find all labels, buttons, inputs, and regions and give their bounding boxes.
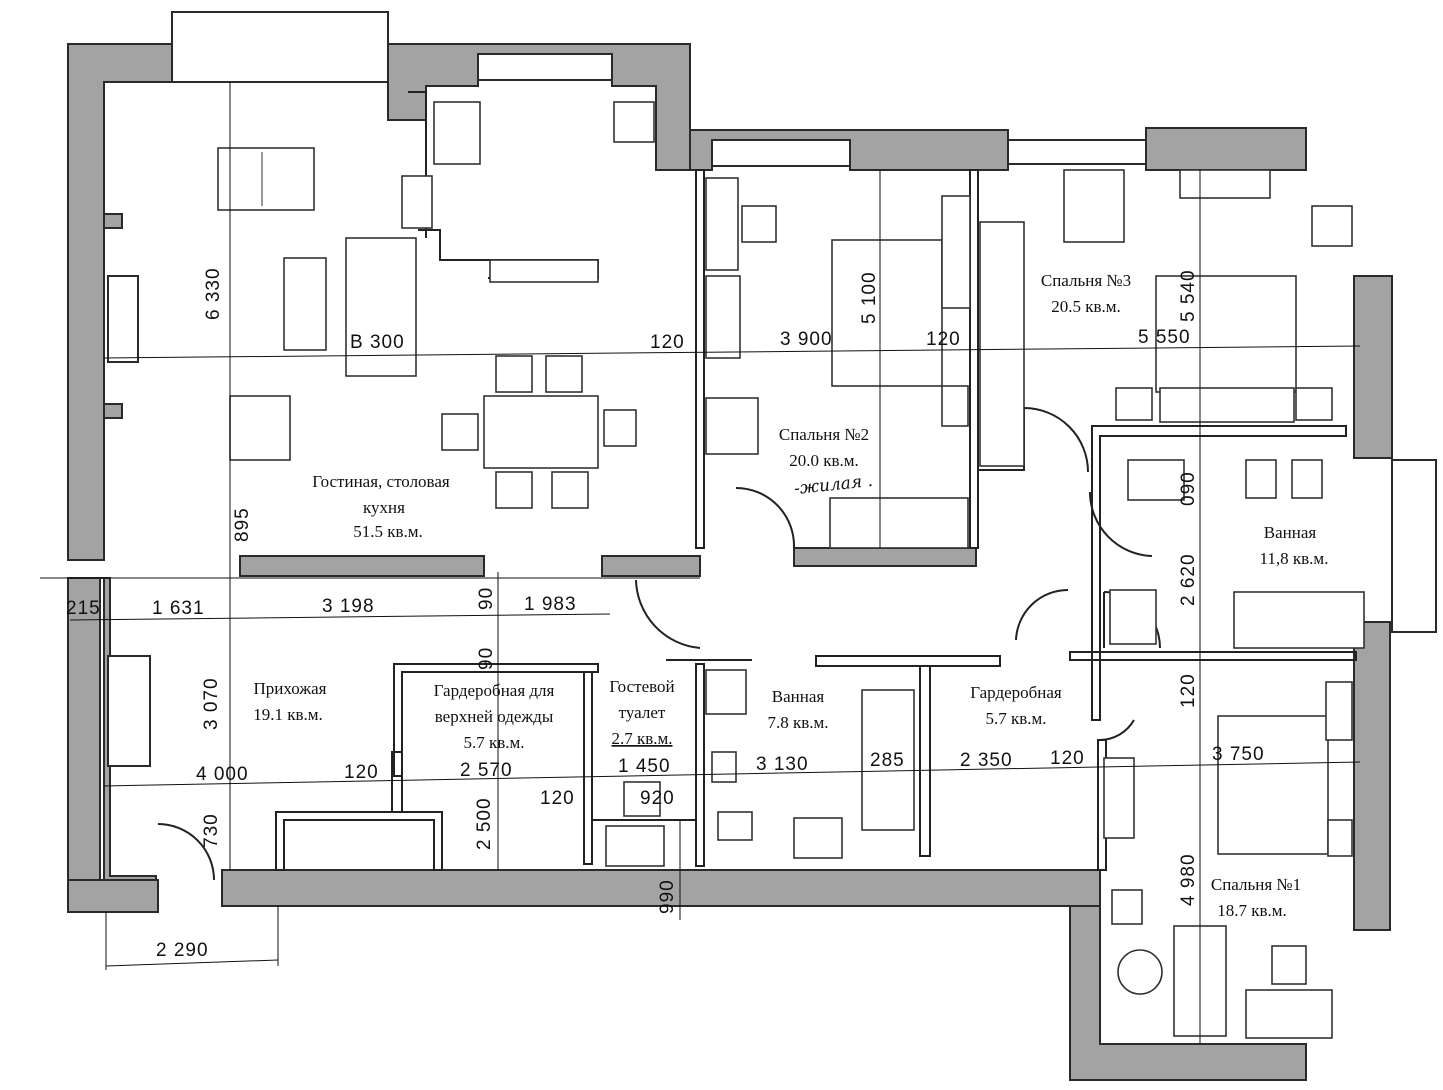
dim-730: 730 <box>201 813 222 848</box>
guest-wc-area: 2.7 кв.м. <box>611 729 672 748</box>
bath-big-name: Ванная <box>1264 523 1317 542</box>
dim-6330: 6 330 <box>203 267 224 320</box>
dim-895: 895 <box>232 507 253 542</box>
room-labels: Гостиная, столовая кухня 51.5 кв.м. Спал… <box>253 271 1328 920</box>
dim-120-a: 120 <box>650 332 685 353</box>
living-line1: Гостиная, столовая <box>312 472 450 491</box>
bath-small-name: Ванная <box>772 687 825 706</box>
outer-wardrobe-line1: Гардеробная для <box>434 681 555 700</box>
dim-1983: 1 983 <box>524 594 577 615</box>
dim-5550: 5 550 <box>1138 327 1191 348</box>
dim-1631: 1 631 <box>152 598 205 619</box>
dim-285: 285 <box>870 750 905 771</box>
living-line2: кухня <box>363 498 405 517</box>
bath-small-area: 7.8 кв.м. <box>767 713 828 732</box>
hall-name: Прихожая <box>254 679 327 698</box>
dim-3070: 3 070 <box>201 677 222 730</box>
bedroom2-note: -жилая . <box>793 471 874 499</box>
interior-walls <box>275 91 1357 871</box>
dim-1450: 1 450 <box>618 756 671 777</box>
dim-120-d: 120 <box>1050 748 1085 769</box>
wardrobe-name: Гардеробная <box>970 683 1062 702</box>
bath-big-area: 11,8 кв.м. <box>1260 549 1329 568</box>
dim-120-c: 120 <box>344 762 379 783</box>
dim-120-f: 120 <box>540 788 575 809</box>
dim-5540: 5 540 <box>1178 269 1199 322</box>
outer-wardrobe-area: 5.7 кв.м. <box>463 733 524 752</box>
guest-wc-line2: туалет <box>619 703 666 722</box>
outer-wardrobe-line2: верхней одежды <box>435 707 554 726</box>
dim-3900: 3 900 <box>780 329 833 350</box>
dim-90-b: 90 <box>476 647 497 670</box>
furniture <box>217 101 1365 1039</box>
guest-wc-line1: Гостевой <box>609 677 674 696</box>
dim-120-b: 120 <box>926 329 961 350</box>
dim-3130: 3 130 <box>756 754 809 775</box>
dim-2290: 2 290 <box>156 940 209 961</box>
bedroom3-name: Спальня №3 <box>1041 271 1131 290</box>
dim-920: 920 <box>640 788 675 809</box>
bedroom3-area: 20.5 кв.м. <box>1051 297 1121 316</box>
dim-90-a: 90 <box>476 587 497 610</box>
bedroom1-area: 18.7 кв.м. <box>1217 901 1287 920</box>
wardrobe-area: 5.7 кв.м. <box>985 709 1046 728</box>
hall-area: 19.1 кв.м. <box>253 705 323 724</box>
dim-2350: 2 350 <box>960 750 1013 771</box>
dim-4980: 4 980 <box>1178 853 1199 906</box>
dim-120-e: 120 <box>1178 673 1199 708</box>
bedroom1-name: Спальня №1 <box>1211 875 1301 894</box>
dim-b300: B 300 <box>350 332 405 353</box>
dimension-labels: 6 330 B 300 120 3 900 120 5 550 5 100 5 … <box>66 267 1265 961</box>
dim-5100: 5 100 <box>859 271 880 324</box>
bedroom2-area: 20.0 кв.м. <box>789 451 859 470</box>
living-area: 51.5 кв.м. <box>353 522 423 541</box>
dim-215: 215 <box>66 598 101 619</box>
dim-990: 990 <box>657 879 678 914</box>
dim-2570: 2 570 <box>460 760 513 781</box>
bedroom2-name: Спальня №2 <box>779 425 869 444</box>
dim-2620: 2 620 <box>1178 553 1199 606</box>
dim-090: 090 <box>1178 471 1199 506</box>
dimension-lines <box>40 82 1361 1044</box>
dim-3750: 3 750 <box>1212 744 1265 765</box>
dim-3198: 3 198 <box>322 596 375 617</box>
windows <box>107 11 1437 767</box>
dim-2500: 2 500 <box>474 797 495 850</box>
dim-4000: 4 000 <box>196 764 249 785</box>
